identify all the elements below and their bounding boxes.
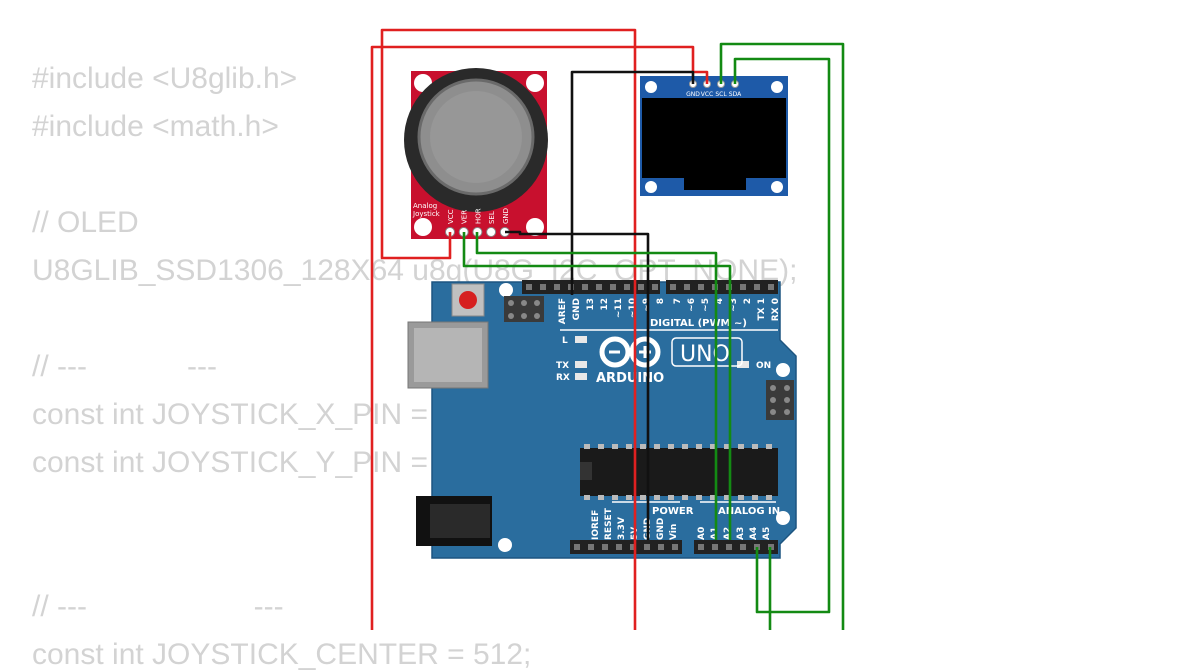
led-on-label: ON: [756, 361, 771, 371]
oled-ribbon: [684, 178, 746, 190]
joystick-pin-label: GND: [502, 208, 510, 224]
power-header: [570, 540, 682, 554]
code-line: const int JOYSTICK_CENTER = 512;: [32, 638, 532, 671]
pin-label: A3: [736, 527, 746, 540]
led-rx-label: RX: [556, 373, 570, 383]
wire-red-joystick-vcc: [380, 28, 637, 630]
wire-green-oled-scl: [719, 42, 845, 630]
wire-green-oled-sda: [733, 57, 831, 614]
joystick-pin: [486, 227, 497, 237]
pin-label: ~6: [687, 298, 697, 312]
code-line: // OLED: [32, 206, 139, 239]
pin-label: IOREF: [591, 510, 601, 540]
pin-label: 7: [673, 298, 683, 304]
pin-label: GND: [656, 518, 666, 540]
led-tx-label: TX: [556, 361, 569, 371]
reset-button: [451, 283, 485, 317]
code-line: // --- ---: [32, 350, 217, 383]
digital-header-left: [522, 280, 660, 294]
digital-header-right: [666, 280, 778, 294]
pin-label: A4: [749, 527, 759, 540]
pin-label: TX 1: [757, 298, 767, 320]
uno-label: UNO: [680, 342, 730, 367]
pin-label: 2: [743, 298, 753, 304]
icsp-header-top: [504, 296, 544, 322]
power-label: POWER: [652, 506, 694, 517]
pin-label: A5: [762, 527, 772, 540]
pin-label: A2: [723, 527, 733, 540]
joystick-pin-label: HOR: [474, 208, 482, 224]
led-tx: [575, 361, 587, 368]
pin-label: A0: [697, 527, 707, 540]
pin-label: 4: [715, 298, 725, 304]
code-line: #include <math.h>: [32, 110, 279, 143]
led-l-label: L: [562, 336, 568, 346]
pin-label: Vin: [669, 524, 679, 540]
joystick-module: Analog Joystick VCC VER HOR SEL GND: [404, 68, 548, 239]
wires: [370, 28, 845, 630]
uno-badge: [671, 337, 743, 367]
oled-pin-label: VCC: [701, 91, 713, 98]
joystick-pin-label: VCC: [447, 209, 455, 224]
pin-label: GND: [572, 298, 582, 320]
joystick-label-1: Analog: [413, 202, 437, 210]
code-line: // --- ---: [32, 590, 284, 623]
reset-button-cap: [459, 291, 477, 309]
pin-label: ~3: [729, 298, 739, 312]
pin-label: ~10: [628, 298, 638, 318]
wire-black-joystick-gnd: [505, 230, 650, 540]
wire-black-oled-gnd: [570, 70, 695, 295]
arduino-brand: ARDUINO: [596, 371, 664, 386]
oled-pin-label: SDA: [729, 91, 742, 98]
icsp-header-right: [766, 380, 794, 420]
code-line: const int JOYSTICK_X_PIN = A0;: [32, 398, 480, 431]
analog-label: ANALOG IN: [718, 506, 780, 517]
led-l: [575, 336, 587, 343]
pin-label: ~11: [614, 298, 624, 318]
arduino-infinity-logo: [599, 336, 661, 368]
oled-pin-label: GND: [686, 91, 700, 98]
pin-label: 13: [586, 298, 596, 311]
analog-header: [694, 540, 778, 554]
joystick-label-2: Joystick: [412, 210, 441, 218]
oled-screen: [642, 98, 786, 178]
pin-label: RX 0: [771, 298, 781, 321]
joystick-pin-label: VER: [461, 210, 469, 224]
pin-label: AREF: [558, 298, 568, 324]
wire-green-joystick-hor: [475, 232, 718, 540]
led-rx: [575, 373, 587, 380]
digital-label: DIGITAL (PWM ~): [650, 318, 747, 329]
wire-red-oled-vcc: [370, 45, 709, 630]
pin-label: 8: [656, 298, 666, 304]
code-line: #include <U8glib.h>: [32, 62, 298, 95]
pin-label: RESET: [604, 507, 614, 540]
oled-pin-label: SCL: [715, 91, 727, 98]
led-on: [737, 361, 749, 368]
pin-label: ~5: [701, 298, 711, 312]
atmega-chip: [580, 448, 778, 496]
joystick-pin-label: SEL: [488, 211, 496, 224]
wire-green-joystick-ver: [462, 232, 732, 540]
pin-label: 3.3V: [617, 517, 627, 540]
pin-label: 12: [600, 298, 610, 311]
